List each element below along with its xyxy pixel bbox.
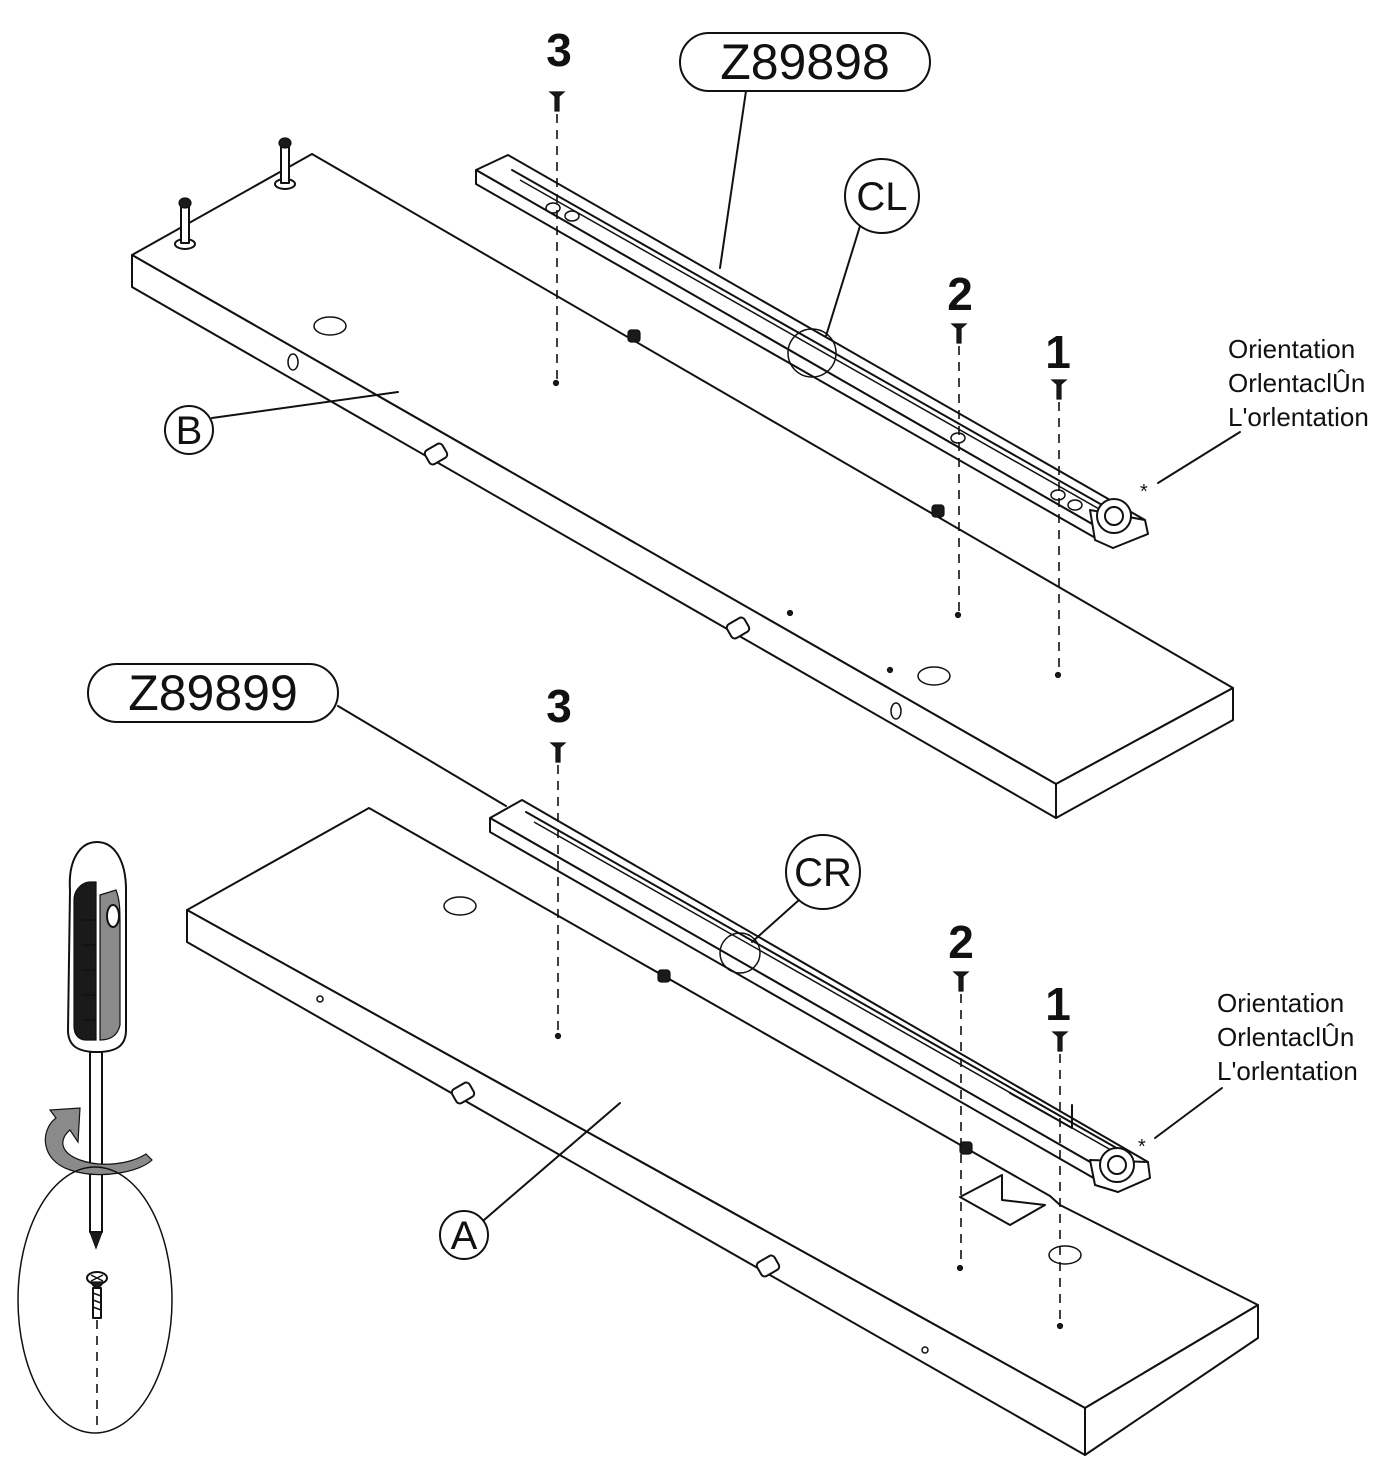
orientation-marker: *: [1138, 1136, 1146, 1158]
step-2-label: 2: [947, 268, 973, 320]
step-3-label: 3: [546, 24, 572, 76]
orientation-en: Orientation: [1217, 988, 1344, 1018]
orientation-fr: L'orlentation: [1217, 1056, 1358, 1086]
bottom-part-callout: Z89899: [87, 663, 507, 807]
screw-icon: [950, 323, 968, 344]
orientation-es: OrlentaclÛn: [1228, 368, 1365, 398]
screws-top: [548, 91, 1068, 672]
rotate-arrow-icon: [44, 1107, 153, 1176]
orientation-en: Orientation: [1228, 334, 1355, 364]
panel-b: [131, 137, 1234, 819]
part-number-z89898: Z89898: [720, 34, 890, 90]
orientation-es: OrlentaclÛn: [1217, 1022, 1354, 1052]
screw-icon: [549, 742, 567, 763]
top-rail-callout: CL: [825, 158, 920, 337]
rail-top: [475, 154, 1149, 549]
screw-icon: [1050, 379, 1068, 400]
top-part-callout: Z89898: [679, 32, 931, 269]
step-1-label: 1: [1045, 978, 1071, 1030]
panel-a: [186, 807, 1259, 1456]
bottom-rail-callout: CR: [751, 834, 861, 943]
screw-detail-icon: [17, 1166, 173, 1434]
screw-icon: [548, 91, 566, 112]
panel-label-b: B: [176, 409, 203, 453]
top-panel-callout: B: [164, 391, 399, 455]
screws-bottom: [549, 742, 1069, 1322]
top-orientation-note: Orientation OrlentaclÛn L'orlentation *: [1140, 334, 1369, 503]
panel-label-a: A: [451, 1214, 478, 1258]
orientation-marker: *: [1140, 481, 1148, 503]
orientation-fr: L'orlentation: [1228, 402, 1369, 432]
step-2-label: 2: [948, 916, 974, 968]
bottom-orientation-note: Orientation OrlentaclÛn L'orlentation *: [1138, 988, 1358, 1158]
bottom-panel-callout: A: [439, 1102, 621, 1260]
screwdriver-icon: [67, 841, 127, 1250]
screw-icon: [952, 971, 970, 992]
part-number-z89899: Z89899: [128, 665, 298, 721]
screw-icon: [1051, 1031, 1069, 1052]
rail-label-cl: CL: [856, 175, 907, 219]
step-1-label: 1: [1045, 326, 1071, 378]
rail-label-cr: CR: [794, 851, 852, 895]
step-3-label: 3: [546, 680, 572, 732]
